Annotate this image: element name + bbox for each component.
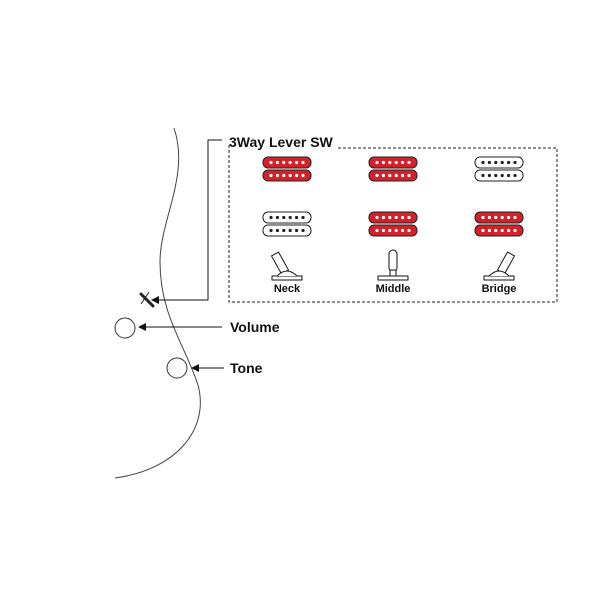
tone-label: Tone [230,360,263,376]
switch-title: 3Way Lever SW [229,134,334,150]
volume-arrowhead [138,323,146,331]
position-label-middle: Middle [376,283,411,295]
bridge-lever-icon [483,251,515,281]
position-label-neck: Neck [274,283,301,295]
switch-frame [228,145,558,303]
neck-lever-icon [271,251,303,281]
middle-lever-icon [377,249,409,281]
neck-neck-pickup [262,156,312,182]
middle-bridge-pickup [368,211,418,237]
switch-positions: Neck Middle Bridge [262,156,524,295]
middle-neck-pickup [368,156,418,182]
volume-label: Volume [230,319,280,335]
position-label-bridge: Bridge [482,283,517,295]
guitar-body-outline [114,127,201,479]
switch-arrowhead [151,296,159,304]
tone-knob [166,357,188,379]
tone-arrowhead [191,364,199,372]
bridge-neck-pickup [474,156,524,182]
volume-knob [114,317,136,339]
lever-switch-icon [139,291,155,308]
switch-leader-line [155,139,222,301]
neck-bridge-pickup [262,211,312,237]
bridge-bridge-pickup [474,211,524,237]
